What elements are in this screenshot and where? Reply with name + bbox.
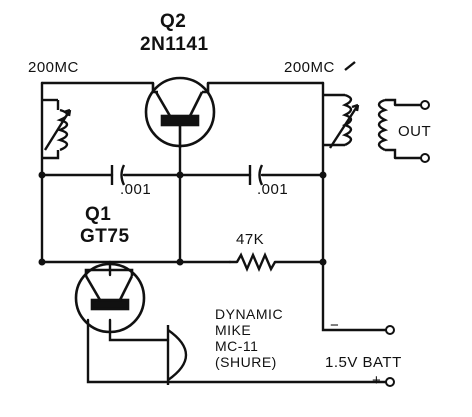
mike-label-line2: MIKE [215,322,252,338]
capacitor-right [248,164,264,186]
capacitor-left-label: .001 [120,181,152,198]
capacitor-left [110,164,126,186]
output-wire [393,103,422,160]
resistor-label: 47K [236,231,265,248]
q2-designator-label: Q2 [160,11,187,32]
left-tank-coil [42,98,72,160]
q1-lower-wire [108,318,170,342]
capacitor-right-label: .001 [257,181,289,198]
battery-label: 1.5V BATT [325,354,402,371]
battery-terminal-minus [385,325,395,335]
output-terminal-top [420,100,430,110]
resistor-47k [235,251,277,273]
left-tank-label: 200MC [28,59,79,76]
q1-designator-label: Q1 [85,204,112,225]
battery-terminal-plus [385,377,395,387]
dynamic-microphone-symbol [166,325,187,385]
right-tank-label: 200MC [284,59,335,76]
output-terminal-bottom [420,153,430,163]
battery-plus-label: + [372,372,382,389]
mike-label-line3: MC-11 [215,338,259,354]
q2-part-label: 2N1141 [140,34,209,55]
q1-transistor-symbol [74,262,146,334]
q2-transistor-symbol [144,76,216,148]
right-tank-coil [323,61,397,158]
q1-base-wire [86,318,387,384]
junction-dots [38,171,327,266]
mike-label-line1: DYNAMIC [215,306,284,322]
q1-part-label: GT75 [80,226,130,247]
right-vertical-wire [321,81,387,332]
battery-minus-label: − [330,317,340,334]
left-vertical-wire [40,81,232,264]
output-label: OUT [398,123,432,140]
mike-label-line4: (SHURE) [215,354,277,370]
